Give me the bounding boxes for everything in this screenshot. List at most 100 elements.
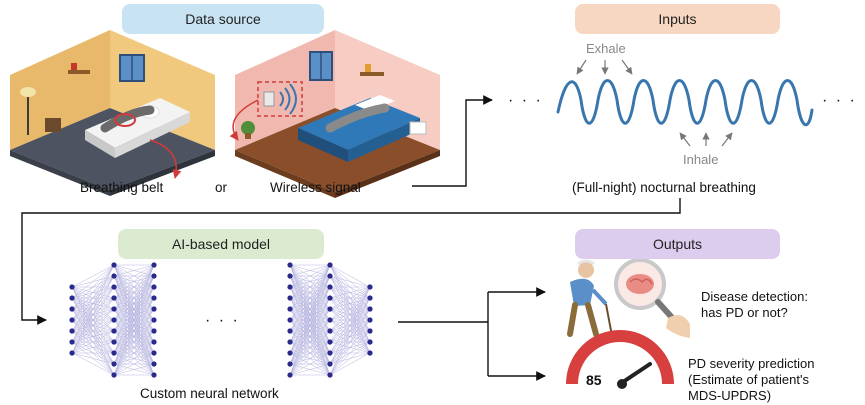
nn-edge — [289, 297, 331, 376]
nn-node — [367, 328, 373, 334]
label-or: or — [215, 180, 228, 195]
label-nocturnal-breathing: (Full-night) nocturnal breathing — [572, 180, 756, 195]
nn-node — [111, 350, 117, 356]
nn-node — [367, 317, 373, 323]
nn-edge — [113, 330, 155, 376]
ellipsis-left: · · · — [508, 92, 543, 109]
nn-edge — [71, 286, 115, 354]
nn-node — [287, 262, 293, 268]
nn-node — [327, 339, 333, 345]
nn-edge — [329, 352, 371, 376]
nn-node — [327, 295, 333, 301]
nn-edge — [329, 319, 371, 376]
nn-edge — [329, 286, 371, 321]
nn-edge — [113, 286, 155, 376]
nn-node — [69, 317, 75, 323]
bedroom-wireless-illustration — [229, 30, 440, 198]
nn-node — [111, 328, 117, 334]
nn-node — [111, 361, 117, 367]
severity-line-2: (Estimate of patient's — [688, 372, 809, 387]
nn-node — [367, 284, 373, 290]
arrow-inputs-to-model — [21, 198, 681, 325]
nn-edge — [113, 264, 155, 354]
nn-edge — [289, 264, 331, 321]
nn-edge — [113, 275, 155, 376]
nn-edge — [113, 264, 155, 343]
nn-edge — [113, 264, 155, 365]
nn-node — [151, 262, 157, 268]
ellipsis-right: · · · — [822, 92, 857, 109]
label-custom-neural-network: Custom neural network — [140, 386, 279, 401]
tag-model-label: AI-based model — [171, 236, 271, 252]
label-breathing-belt: Breathing belt — [80, 180, 164, 195]
nn-node — [287, 306, 293, 312]
nn-edge — [329, 286, 371, 365]
output-severity-text: PD severity prediction (Estimate of pati… — [688, 356, 814, 404]
nn-edge — [289, 264, 331, 332]
nn-node — [327, 350, 333, 356]
nn-node — [69, 295, 75, 301]
nn-node — [111, 339, 117, 345]
nn-node — [151, 273, 157, 279]
nn-edge — [329, 286, 371, 310]
nn-node — [287, 295, 293, 301]
nn-edge — [71, 308, 115, 354]
nn-node — [69, 339, 75, 345]
nn-edge — [71, 264, 115, 354]
nn-edge — [113, 352, 155, 376]
severity-gauge — [566, 330, 674, 389]
nn-edge — [329, 330, 371, 376]
nn-edge — [71, 264, 115, 299]
nn-edge — [71, 264, 115, 343]
nn-node — [287, 339, 293, 345]
nn-edge — [289, 330, 331, 376]
nn-edge — [113, 264, 155, 332]
nn-node — [111, 317, 117, 323]
nn-node — [111, 372, 117, 378]
nn-edge — [289, 264, 331, 299]
nn-node — [151, 361, 157, 367]
nn-node — [327, 328, 333, 334]
nn-node — [111, 273, 117, 279]
nn-edge — [71, 341, 115, 354]
nn-edge — [113, 264, 155, 321]
nn-edge — [113, 264, 155, 376]
nn-edge — [329, 264, 371, 288]
nn-edge — [289, 341, 331, 376]
nn-node — [151, 295, 157, 301]
nn-edge — [289, 264, 331, 354]
tag-inputs-label: Inputs — [658, 11, 697, 27]
neural-network — [69, 262, 373, 378]
nn-edge — [113, 264, 155, 310]
nn-edge — [289, 319, 331, 376]
nn-edge — [113, 319, 155, 376]
nn-edge — [329, 297, 371, 376]
nn-node — [327, 284, 333, 290]
nn-edge — [329, 308, 371, 376]
nn-edge — [71, 275, 115, 354]
nn-node — [367, 295, 373, 301]
label-exhale: Exhale — [586, 41, 626, 56]
nn-node — [151, 284, 157, 290]
nn-node — [287, 361, 293, 367]
nn-node — [69, 350, 75, 356]
nn-node — [151, 350, 157, 356]
severity-line-1: PD severity prediction — [688, 356, 815, 371]
nn-node — [69, 328, 75, 334]
nn-node — [367, 339, 373, 345]
nn-edge — [329, 286, 371, 354]
nn-node — [69, 284, 75, 290]
nn-edge — [113, 264, 155, 288]
nn-edge — [289, 264, 331, 376]
nn-edge — [289, 264, 331, 288]
nn-ellipsis: · · · — [205, 312, 240, 329]
nn-edge — [329, 275, 371, 288]
gauge-value: 85 — [586, 372, 602, 388]
nn-node — [111, 306, 117, 312]
nn-edge — [329, 286, 371, 376]
nn-edge — [71, 264, 115, 332]
nn-edge — [71, 264, 115, 288]
nn-edge — [113, 363, 155, 376]
nn-node — [287, 317, 293, 323]
